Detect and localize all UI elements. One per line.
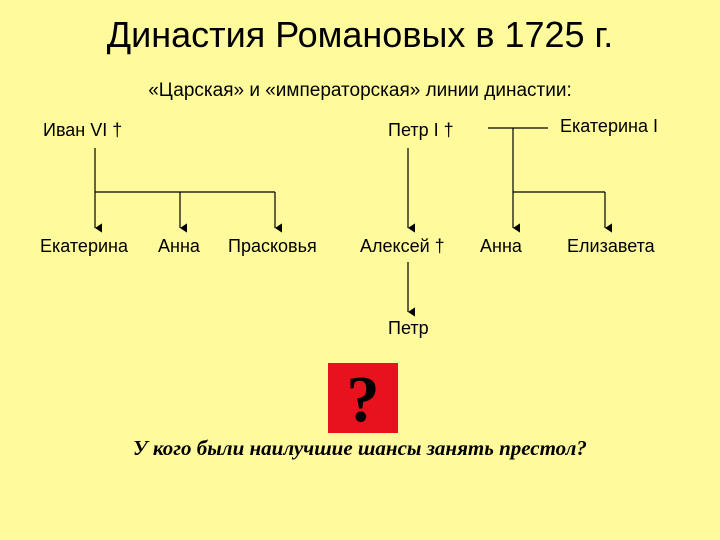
node-anna-1: Анна: [158, 236, 200, 256]
node-praskovya: Прасковья: [228, 236, 317, 256]
page-title: Династия Романовых в 1725 г.: [106, 14, 614, 55]
node-ekaterina-i: Екатерина I: [560, 116, 658, 136]
node-elizaveta: Елизавета: [567, 236, 655, 256]
subtitle: «Царская» и «императорская» линии династ…: [148, 80, 572, 101]
node-aleksey: Алексей †: [360, 236, 445, 256]
question-text: У кого были наилучшие шансы занять прест…: [133, 436, 587, 460]
node-ivan-vi: Иван VI †: [43, 120, 123, 140]
question-mark-icon: ?: [346, 363, 380, 436]
node-petr-i: Петр I †: [388, 120, 454, 140]
question-mark-box: ?: [328, 363, 398, 433]
node-ekaterina: Екатерина: [40, 236, 128, 256]
node-petr: Петр: [388, 318, 429, 338]
node-anna-2: Анна: [480, 236, 522, 256]
